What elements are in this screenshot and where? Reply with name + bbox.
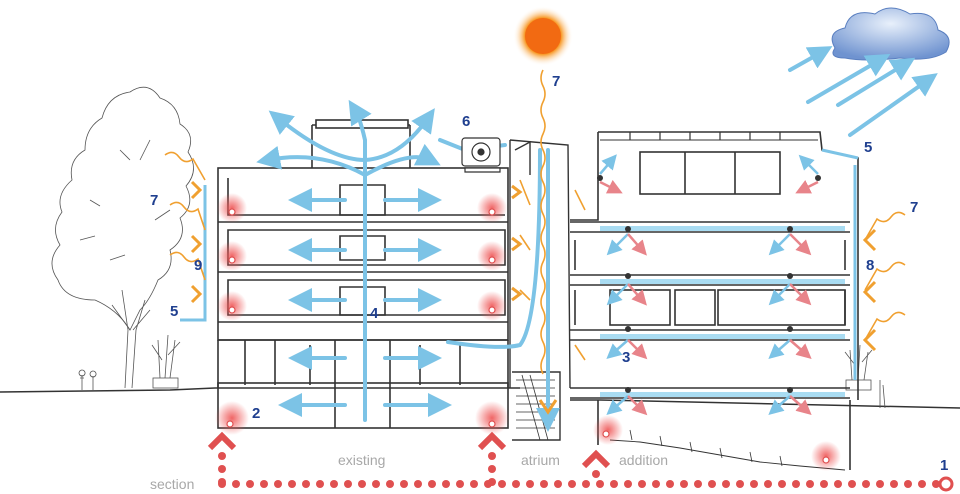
section-dot bbox=[820, 480, 828, 488]
section-dot bbox=[260, 480, 268, 488]
solar-brackets bbox=[190, 180, 877, 415]
shrub-left bbox=[151, 334, 181, 389]
marker-9: 9 bbox=[194, 257, 202, 274]
section-dot bbox=[764, 480, 772, 488]
section-dot bbox=[274, 480, 282, 488]
section-dot bbox=[488, 465, 496, 473]
section-dot bbox=[680, 480, 688, 488]
label-section: section bbox=[150, 476, 194, 492]
section-dot bbox=[218, 452, 226, 460]
section-dot bbox=[918, 480, 926, 488]
marker-1: 1 bbox=[940, 457, 948, 474]
section-dot bbox=[358, 480, 366, 488]
people-icons bbox=[78, 369, 97, 390]
section-dot bbox=[488, 478, 496, 486]
solar-gain-arrows bbox=[164, 69, 906, 375]
section-dot bbox=[470, 480, 478, 488]
section-dot bbox=[652, 480, 660, 488]
section-dot bbox=[666, 480, 674, 488]
section-dot bbox=[592, 470, 600, 478]
section-dot bbox=[932, 480, 940, 488]
section-dot bbox=[862, 480, 870, 488]
section-dot bbox=[488, 452, 496, 460]
section-dot bbox=[568, 480, 576, 488]
section-dot bbox=[554, 480, 562, 488]
marker-7-left: 7 bbox=[150, 192, 158, 209]
section-dot bbox=[596, 480, 604, 488]
section-dot bbox=[736, 480, 744, 488]
section-dot bbox=[848, 480, 856, 488]
section-dot bbox=[722, 480, 730, 488]
marker-4: 4 bbox=[370, 305, 379, 322]
section-dot bbox=[806, 480, 814, 488]
section-dot bbox=[218, 465, 226, 473]
label-atrium: atrium bbox=[521, 452, 560, 468]
marker-7-right: 7 bbox=[910, 199, 918, 216]
section-dot bbox=[638, 480, 646, 488]
label-addition: addition bbox=[619, 452, 668, 468]
radiant-duct-bars bbox=[600, 226, 845, 397]
section-dot bbox=[456, 480, 464, 488]
marker-3: 3 bbox=[622, 349, 630, 366]
section-dot bbox=[344, 480, 352, 488]
section-dot bbox=[526, 480, 534, 488]
marker-2: 2 bbox=[252, 405, 260, 422]
airflow-arrows bbox=[256, 46, 938, 432]
cloud-icon bbox=[831, 7, 950, 61]
section-dot bbox=[246, 480, 254, 488]
section-dot bbox=[708, 480, 716, 488]
section-dot bbox=[750, 480, 758, 488]
section-dot bbox=[904, 480, 912, 488]
marker-7-sun: 7 bbox=[552, 73, 560, 90]
section-dot bbox=[330, 480, 338, 488]
section-dot bbox=[890, 480, 898, 488]
marker-8: 8 bbox=[866, 257, 874, 274]
section-dot bbox=[428, 480, 436, 488]
section-dot bbox=[218, 478, 226, 486]
section-dot bbox=[302, 480, 310, 488]
radiant-heat-icon bbox=[215, 193, 841, 471]
section-dot bbox=[372, 480, 380, 488]
marker-6: 6 bbox=[462, 113, 470, 130]
tree-icon bbox=[51, 86, 194, 389]
section-dot bbox=[694, 480, 702, 488]
section-line bbox=[207, 431, 954, 492]
section-dot bbox=[400, 480, 408, 488]
section-dot bbox=[624, 480, 632, 488]
section-dot bbox=[386, 480, 394, 488]
sun-icon bbox=[513, 6, 573, 66]
diffuser-arrows bbox=[599, 154, 819, 416]
section-dot bbox=[876, 480, 884, 488]
section-dot bbox=[512, 480, 520, 488]
section-dot bbox=[414, 480, 422, 488]
section-dot bbox=[540, 480, 548, 488]
label-existing: existing bbox=[338, 452, 385, 468]
section-dot bbox=[498, 480, 506, 488]
diffuser-dots bbox=[597, 175, 821, 393]
section-dot bbox=[288, 480, 296, 488]
section-dot bbox=[834, 480, 842, 488]
fan-icon bbox=[461, 137, 501, 173]
marker-5-left: 5 bbox=[170, 303, 178, 320]
section-dot bbox=[610, 480, 618, 488]
section-dot bbox=[778, 480, 786, 488]
section-dot bbox=[232, 480, 240, 488]
section-dot bbox=[792, 480, 800, 488]
shrub-right bbox=[844, 344, 886, 409]
section-dot bbox=[316, 480, 324, 488]
ground-line bbox=[0, 387, 960, 409]
section-dot bbox=[442, 480, 450, 488]
section-dot bbox=[582, 480, 590, 488]
marker-5-right: 5 bbox=[864, 139, 872, 156]
